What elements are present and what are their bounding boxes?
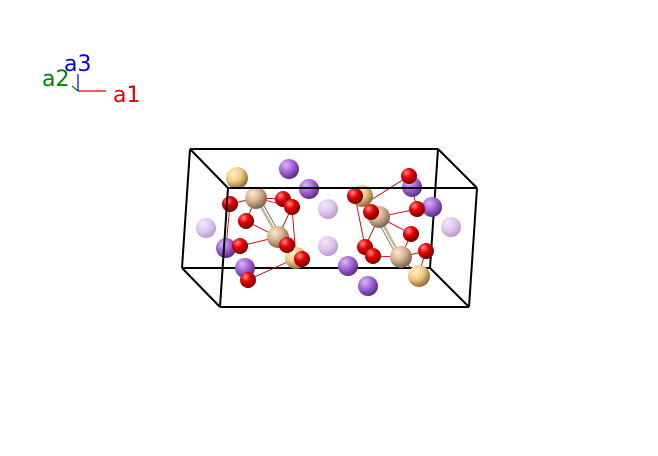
atoms	[216, 159, 442, 296]
oxygen-atom	[418, 243, 434, 259]
a3-axis-label: a3	[64, 52, 91, 77]
oxygen-atom	[232, 238, 248, 254]
potassium-atom	[279, 159, 299, 179]
potassium-far-atom	[196, 218, 216, 238]
axis-triad: a1 a2 a3	[42, 52, 140, 108]
a2-axis-line	[71, 85, 79, 92]
tin-atom	[408, 265, 430, 287]
oxygen-atom	[279, 237, 295, 253]
potassium-far-atom	[318, 199, 338, 219]
oxygen-atom	[403, 226, 419, 242]
potassium-atom	[358, 276, 378, 296]
potassium-atom	[338, 256, 358, 276]
back-atoms	[196, 199, 461, 256]
tin-atom-dark	[390, 246, 412, 268]
potassium-atom	[422, 197, 442, 217]
oxygen-atom	[409, 201, 425, 217]
oxygen-atom	[238, 213, 254, 229]
tin-atom-dark	[245, 187, 267, 209]
oxygen-atom	[347, 188, 363, 204]
oxygen-atom	[284, 199, 300, 215]
oxygen-atom	[363, 204, 379, 220]
tin-atom	[226, 167, 248, 189]
a2-axis-label: a2	[42, 67, 69, 92]
potassium-atom	[216, 238, 236, 258]
oxygen-atom	[401, 168, 417, 184]
unit-cell-front	[181, 148, 478, 308]
oxygen-atom	[240, 272, 256, 288]
potassium-far-atom	[318, 236, 338, 256]
a1-axis-label: a1	[113, 83, 140, 108]
potassium-far-atom	[441, 217, 461, 237]
oxygen-atom	[365, 248, 381, 264]
oxygen-atom	[294, 251, 310, 267]
oxygen-atom	[222, 196, 238, 212]
